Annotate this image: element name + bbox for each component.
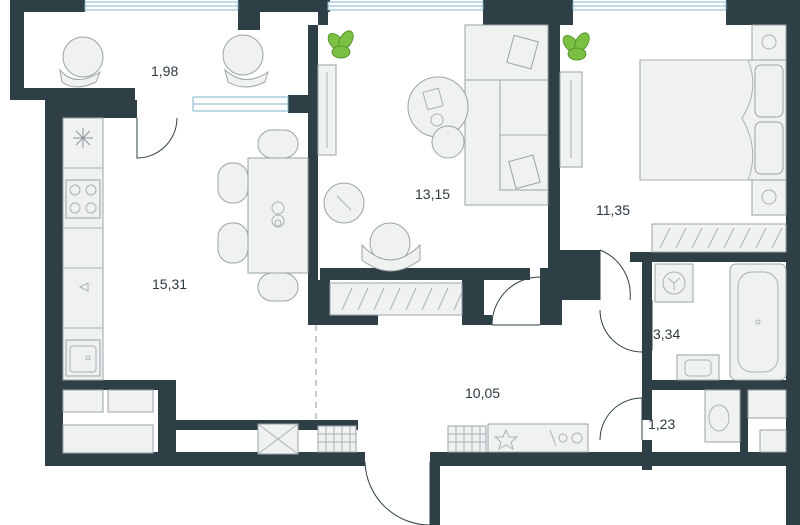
sofa [464,24,549,206]
plant-icon [562,32,590,61]
windows [84,1,727,112]
bathroom-furniture [654,263,787,381]
snowflake-icon [73,128,93,148]
living-furniture [317,24,549,316]
chair [217,222,249,264]
door-balcony [136,117,178,159]
toilet-bowl [704,389,741,443]
shelf [747,389,787,419]
area-label-balcony: 1,98 [151,63,178,79]
drop-icon [78,282,89,292]
armchair-right [222,34,264,76]
wardrobe [329,282,463,316]
cabinet [107,389,154,413]
bedroom-furniture [559,24,787,253]
area-label-kitchen: 15,31 [152,276,187,292]
area-label-living: 13,15 [415,186,450,202]
cushion [508,154,541,190]
kitchen-furniture [62,117,317,454]
cooktop-icon [65,179,101,219]
area-label-hallway: 10,05 [465,385,500,401]
area-label-bedroom: 11,35 [596,202,630,218]
plant-icon [327,30,354,59]
kitchen-counter [62,117,104,381]
bed [639,59,787,181]
chair [257,272,299,302]
door-toilet [599,397,643,441]
door-entrance [364,461,431,525]
cabinet [62,424,154,454]
wardrobe [651,223,787,253]
balcony-furniture [59,34,269,88]
area-label-bathroom: 3,34 [653,326,680,342]
radiator [317,425,357,453]
washbasin [676,354,720,381]
nightstand [751,179,787,216]
side-table [431,125,465,159]
door-living [491,276,541,326]
area-label-toilet: 1,23 [648,416,675,432]
radiator [447,425,487,453]
doors [136,117,653,525]
toilet-furniture [704,389,787,453]
door-bedroom [599,249,631,301]
hallway-furniture [257,423,589,455]
walls [10,0,800,525]
door-bathroom [599,300,653,353]
bathtub [729,263,787,381]
armchair-left [62,36,104,78]
chair [257,129,299,159]
sink-icon [65,339,101,377]
nightstand [751,24,787,61]
chair [217,162,249,204]
hall-console [487,423,589,453]
cushion [506,34,539,70]
star-icon [493,428,519,451]
room-labels: 1,98 15,31 13,15 11,35 10,05 3,34 1,23 [151,63,680,432]
shelf [759,429,787,453]
cabinet [62,389,104,413]
